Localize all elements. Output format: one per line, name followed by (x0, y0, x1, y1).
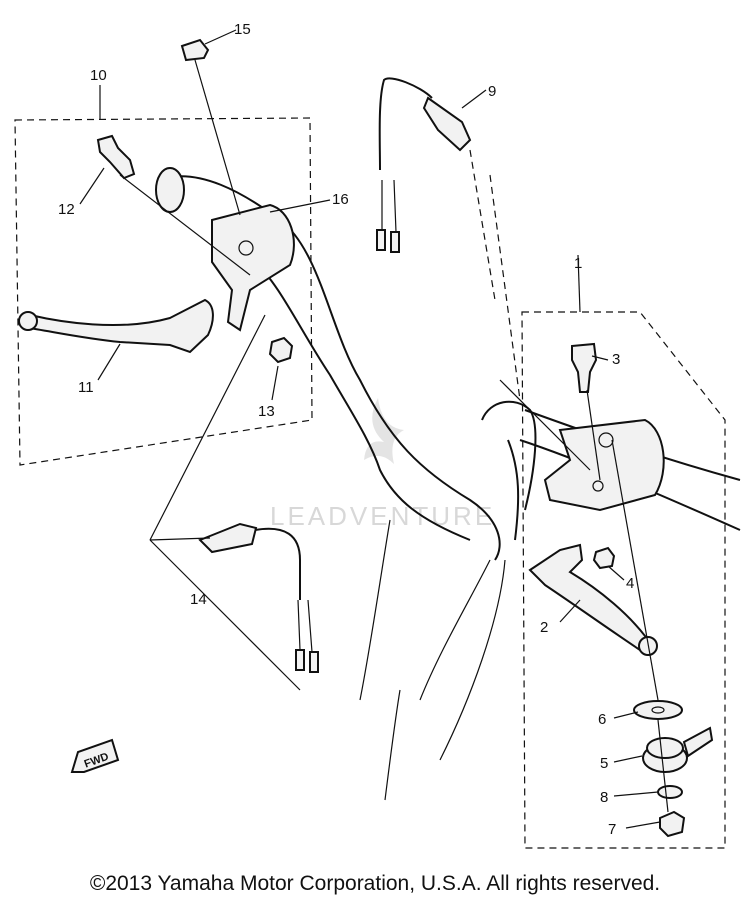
watermark: LEADVENTURE (270, 398, 495, 531)
left-lever-tip (18, 311, 38, 331)
callout-15: 15 (234, 21, 251, 38)
copyright-footer: ©2013 Yamaha Motor Corporation, U.S.A. A… (89, 872, 661, 895)
callout-11: 11 (78, 379, 94, 396)
callout-8: 8 (600, 789, 608, 806)
callout-1: 1 (574, 255, 582, 272)
callout-2: 2 (540, 619, 548, 636)
bolt-12 (96, 134, 136, 180)
washer-8 (657, 785, 683, 799)
left-lever (26, 298, 214, 354)
right-lever-holder (543, 418, 665, 512)
assembly-box-right (521, 311, 726, 849)
cable-9-terminal-b (390, 231, 400, 253)
callout-5: 5 (600, 755, 608, 772)
fwd-direction-marker: FWD (70, 738, 120, 773)
adjuster-5 (642, 726, 714, 773)
nut-13 (268, 336, 294, 364)
callout-16: 16 (332, 191, 349, 208)
right-holder-pivot (592, 480, 604, 492)
callout-7: 7 (608, 821, 616, 838)
callout-14: 14 (190, 591, 207, 608)
cable-9 (376, 77, 472, 253)
nut-4 (592, 546, 616, 570)
callout-6: 6 (598, 711, 606, 728)
callout-12: 12 (58, 201, 75, 218)
screw-7 (659, 810, 686, 838)
left-lever-holder (211, 203, 295, 332)
callout-9: 9 (488, 83, 496, 100)
bolt-3 (571, 342, 598, 393)
left-grip-end (155, 167, 185, 213)
watermark-text: LEADVENTURE (270, 501, 495, 531)
callout-4: 4 (626, 575, 634, 592)
callout-10: 10 (90, 67, 107, 84)
handlebar-parts-diagram: LEADVENTURE (14, 21, 741, 849)
callout-13: 13 (258, 403, 275, 420)
callout-3: 3 (612, 351, 620, 368)
right-holder-hole (598, 432, 614, 448)
cable-14-terminal-b (309, 651, 319, 673)
leader-lines (99, 59, 669, 813)
cable-9-terminal-a (376, 229, 386, 251)
cable-14-terminal-a (295, 649, 305, 671)
cable-14 (198, 522, 319, 673)
washer-6 (633, 700, 683, 720)
holder-bolt-hole (238, 240, 254, 256)
callout-ticks (79, 29, 661, 829)
washer-6-hole (651, 706, 665, 714)
cap-15 (180, 38, 210, 62)
